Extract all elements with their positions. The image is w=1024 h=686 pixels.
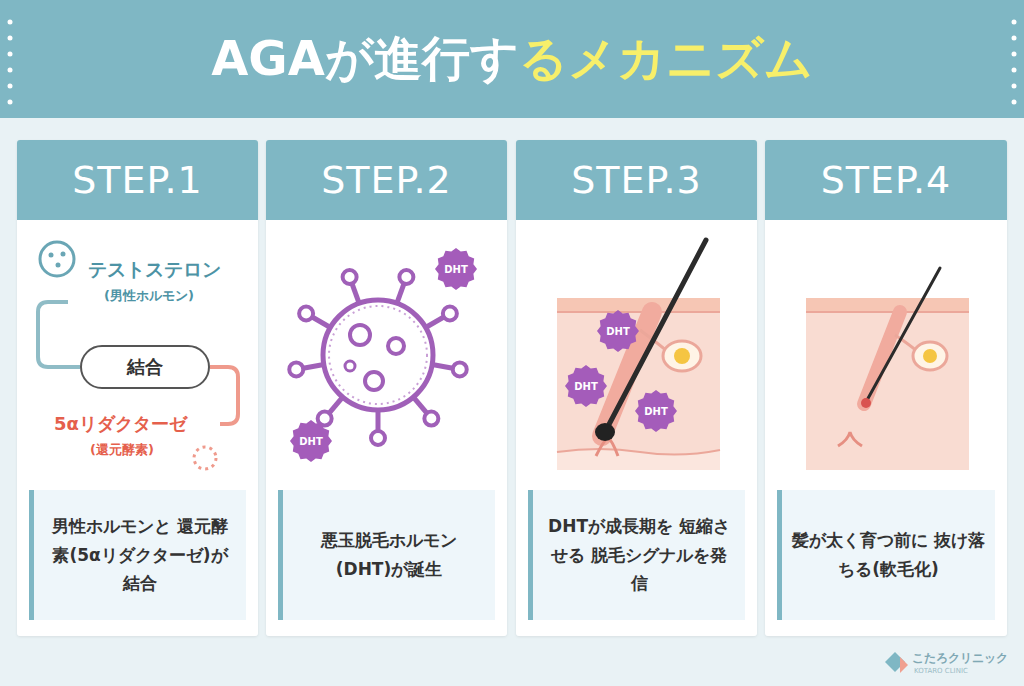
watermark: KOTARO CLINIC	[914, 667, 968, 675]
node-label: 結合	[127, 355, 163, 379]
process-pill: 結合	[80, 345, 210, 389]
dht-badge: DHT	[634, 389, 678, 433]
title-text: AGAが進行するメカニズム	[211, 27, 813, 91]
step-card: STEP.1 結合男性ホルモンと 還元酵素(5αリダクターゼ)が結合	[17, 140, 258, 636]
step-heading: STEP.2	[266, 140, 507, 220]
node-label: DHT	[299, 436, 323, 447]
caption-box: 髪が太く育つ前に 抜け落ちる(軟毛化)	[777, 490, 995, 620]
clinic-logo	[885, 652, 908, 673]
step-heading: STEP.1	[17, 140, 258, 220]
caption-text: 髪が太く育つ前に 抜け落ちる(軟毛化)	[792, 526, 985, 584]
part-label: (還元酵素)	[90, 441, 154, 459]
scalp-section	[806, 268, 969, 470]
node-label: DHT	[574, 381, 598, 392]
caption-box: 悪玉脱毛ホルモン (DHT)が誕生	[278, 490, 495, 620]
dht-badge: DHT	[564, 364, 608, 408]
caption-text: DHTが成長期を 短縮させる 脱毛シグナルを発信	[543, 512, 735, 599]
dht-badge: DHT	[596, 309, 640, 353]
dht-badge: DHT	[289, 419, 333, 463]
node-label: DHT	[644, 406, 668, 417]
caption-text: 男性ホルモンと 還元酵素(5αリダクターゼ)が結合	[44, 512, 236, 599]
caption-box: 男性ホルモンと 還元酵素(5αリダクターゼ)が結合	[29, 490, 246, 620]
band-dots	[8, 20, 1017, 105]
caption-box: DHTが成長期を 短縮させる 脱毛シグナルを発信	[528, 490, 745, 620]
step-heading: STEP.3	[516, 140, 757, 220]
node-label: DHT	[606, 326, 630, 337]
hormone-icon	[40, 242, 74, 276]
watermark: こたろクリニック	[912, 650, 1008, 667]
part-label: テストステロン	[88, 257, 221, 283]
node-label: DHT	[444, 264, 468, 275]
dht-badge: DHT	[434, 247, 478, 291]
title-area: AGAが進行するメカニズム	[0, 0, 1024, 118]
part-label: (男性ホルモン)	[104, 287, 194, 305]
caption-text: 悪玉脱毛ホルモン (DHT)が誕生	[293, 526, 485, 584]
step-heading: STEP.4	[765, 140, 1007, 220]
part-label: 5αリダクターゼ	[54, 412, 187, 436]
